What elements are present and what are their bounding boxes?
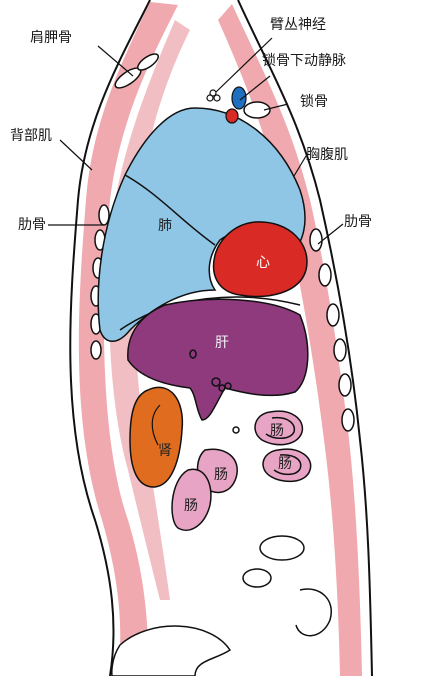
back-muscle-inner <box>109 20 190 600</box>
lung-label: 肺 <box>158 218 172 234</box>
rib-left-label: 肋骨 <box>18 217 46 233</box>
small-vessel <box>232 426 240 434</box>
heart-label: 心 <box>256 255 270 271</box>
heart-shape <box>212 221 308 298</box>
kidney-label: 肾 <box>158 443 172 459</box>
thoracoabdominal-muscle-label: 胸腹肌 <box>306 147 348 163</box>
rib-right-label: 肋骨 <box>344 214 372 230</box>
lower-outlines <box>111 535 333 676</box>
lung-shape <box>97 107 306 342</box>
kidney-inner <box>151 404 161 446</box>
subclavian-vessels-label: 锁骨下动静脉 <box>262 53 346 69</box>
right-ribs <box>309 228 355 432</box>
intestine-label-4: 肠 <box>184 498 198 514</box>
liver-shape <box>127 298 309 421</box>
bile-duct <box>211 377 232 392</box>
neurovascular <box>206 86 247 124</box>
intestines <box>171 410 312 531</box>
liver-label: 肝 <box>215 335 229 351</box>
brachial-plexus-label: 臂丛神经 <box>270 17 326 33</box>
scapula-label: 肩胛骨 <box>30 30 72 46</box>
lung-fissure <box>124 174 216 246</box>
back-muscle-band <box>78 2 178 676</box>
clavicle-label: 锁骨 <box>300 94 328 110</box>
intestine-label-2: 肠 <box>278 456 292 472</box>
back-muscle-label: 背部肌 <box>10 128 52 144</box>
diaphragm <box>119 296 301 331</box>
front-muscle-band <box>218 4 362 676</box>
intestine-label-1: 肠 <box>270 423 284 439</box>
body-outline <box>69 0 373 676</box>
kidney-shape <box>129 386 184 488</box>
leader-lines <box>48 37 344 245</box>
intestine-label-3: 肠 <box>214 467 228 483</box>
clavicle-bone <box>243 101 271 119</box>
liver-vessel <box>189 349 197 359</box>
